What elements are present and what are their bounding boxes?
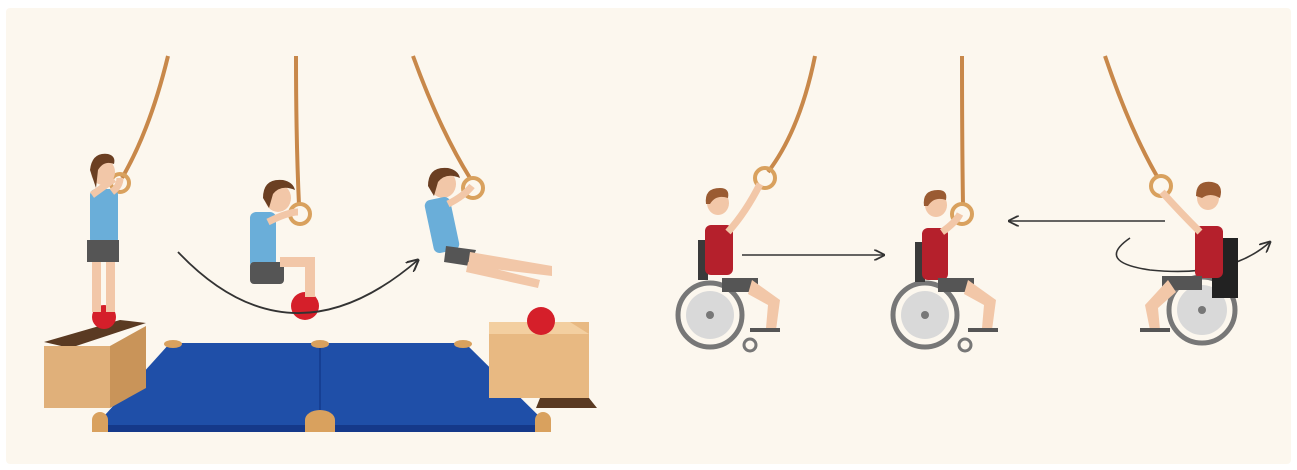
ball-on-box-right [527, 307, 555, 335]
vaulting-box-left [44, 320, 146, 408]
rope-3 [413, 56, 470, 178]
rope-1 [122, 56, 168, 178]
rope-2 [296, 56, 299, 205]
left-scene [44, 56, 597, 432]
wheelchair-user-3-icon [1140, 182, 1238, 343]
rope-4 [768, 56, 815, 172]
vaulting-box-right [489, 322, 597, 408]
gym-mat [92, 340, 551, 432]
wheelchair-user-2-icon [893, 190, 998, 351]
girl-swinging-icon [424, 168, 552, 288]
rope-5 [962, 56, 963, 205]
right-scene [678, 56, 1270, 351]
wheelchair-user-1-icon [678, 184, 780, 351]
rope-6 [1105, 56, 1158, 178]
girl-hanging-icon [250, 180, 310, 297]
rotation-arrow [1116, 238, 1270, 271]
